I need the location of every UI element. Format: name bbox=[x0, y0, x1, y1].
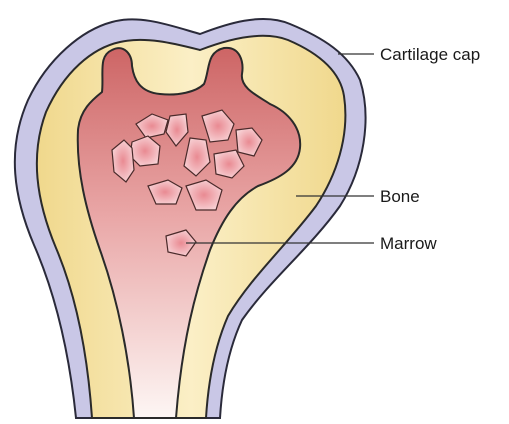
cartilage-cap-label: Cartilage cap bbox=[380, 45, 480, 64]
marrow-label: Marrow bbox=[380, 234, 437, 253]
bone-label: Bone bbox=[380, 187, 420, 206]
